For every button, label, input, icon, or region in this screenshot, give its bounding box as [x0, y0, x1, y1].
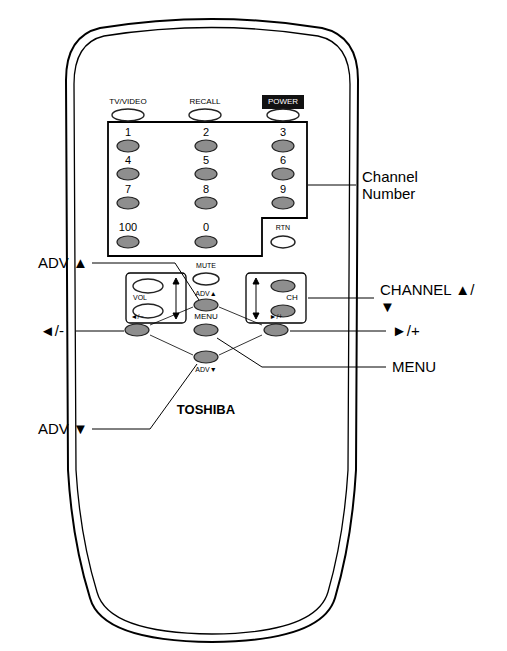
callout-label: ►/+ — [392, 323, 420, 340]
button-label: 3 — [280, 126, 286, 138]
button-label: ADV▼ — [195, 366, 216, 374]
gray-button — [264, 324, 288, 336]
callout-label: ADV ▼ — [38, 421, 88, 438]
callout-label: ◄/- — [40, 323, 64, 340]
white-button — [271, 236, 295, 248]
button-label: ►/+ — [270, 313, 283, 321]
white-button — [112, 109, 299, 318]
gray-button — [194, 299, 218, 311]
rocker-frame — [126, 273, 306, 323]
leader-line — [76, 331, 124, 332]
button-label: RTN — [276, 224, 290, 232]
gray-button — [125, 324, 149, 336]
gray-button — [195, 197, 217, 209]
button-label: ◄/− — [131, 313, 144, 321]
gray-button — [271, 280, 295, 292]
power-label-box — [262, 95, 304, 109]
direction-arrow — [176, 282, 177, 315]
rocker-frame — [246, 273, 306, 323]
button-label: TOSHIBA — [177, 403, 235, 417]
callout-label: ADV ▲ — [38, 255, 88, 272]
callout-label: CHANNEL ▲/▼ — [380, 282, 480, 315]
button-label: 8 — [203, 183, 209, 195]
direction-arrow — [253, 278, 259, 284]
rocker-frame — [126, 273, 186, 323]
button-label: 2 — [203, 126, 209, 138]
power-label-box — [262, 95, 304, 109]
leader-line — [308, 185, 356, 186]
button-label: 9 — [280, 183, 286, 195]
button-label: 0 — [203, 221, 209, 233]
leader-line — [217, 338, 386, 367]
gray-button — [117, 168, 139, 180]
button-guide-line — [150, 307, 193, 325]
button-label: VOL — [133, 294, 147, 302]
leader-line — [290, 331, 386, 332]
gray-button — [117, 140, 295, 363]
keypad-frame — [108, 122, 307, 256]
gray-button — [195, 140, 217, 152]
button-label: 4 — [125, 154, 131, 166]
direction-arrow — [253, 313, 259, 319]
gray-button — [195, 236, 217, 248]
gray-button — [272, 197, 294, 209]
white-button — [112, 109, 144, 121]
white-button — [193, 273, 219, 285]
button-guide-line — [219, 335, 262, 355]
gray-button — [272, 140, 294, 152]
button-label: RECALL — [189, 98, 220, 107]
button-label: 1 — [125, 126, 131, 138]
button-label: 7 — [125, 183, 131, 195]
gray-button — [194, 351, 218, 363]
button-guide-line — [150, 335, 193, 355]
white-button — [267, 109, 299, 121]
button-label: MENU — [194, 313, 218, 322]
direction-arrow — [256, 282, 257, 315]
button-label: ADV▲ — [195, 290, 216, 298]
button-label: 6 — [280, 154, 286, 166]
gray-button — [117, 140, 139, 152]
gray-button — [117, 236, 139, 248]
gray-button — [117, 197, 139, 209]
button-label: CH — [286, 294, 298, 303]
button-label: TV/VIDEO — [109, 98, 146, 107]
leader-line — [308, 298, 374, 299]
callout-label: MENU — [392, 359, 436, 376]
button-guide-line — [150, 307, 262, 355]
button-guide-line — [219, 307, 262, 325]
button-label: POWER — [268, 98, 298, 107]
gray-button — [194, 324, 218, 336]
leader-line — [92, 364, 197, 429]
white-button — [189, 109, 221, 121]
white-button — [133, 279, 163, 293]
gray-button — [195, 168, 217, 180]
gray-button — [272, 168, 294, 180]
button-label: 100 — [119, 221, 137, 233]
callout-label: Channel Number — [362, 169, 442, 202]
direction-arrow — [173, 278, 179, 284]
keypad-frame — [108, 122, 307, 256]
leader-line — [76, 185, 386, 429]
button-label: 5 — [203, 154, 209, 166]
button-label: MUTE — [196, 262, 216, 270]
